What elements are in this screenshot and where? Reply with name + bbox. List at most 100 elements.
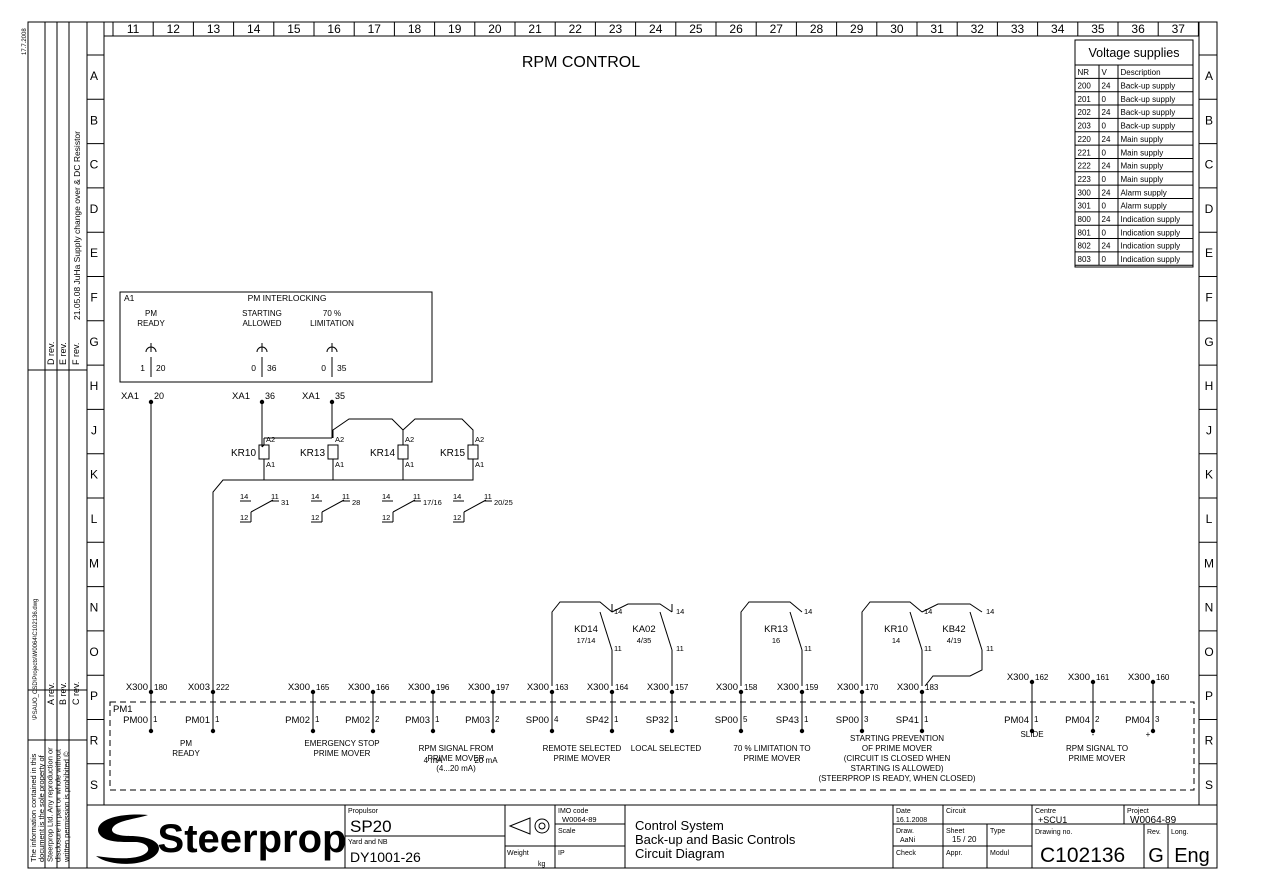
table-cell: 221 <box>1078 148 1092 157</box>
contact-pin: 11 <box>614 644 622 653</box>
pm1-pin-number: 2 <box>375 715 380 724</box>
table-cell: 803 <box>1078 255 1092 264</box>
table-cell: Indication supply <box>1121 255 1181 264</box>
pm1-pin-name: SP00 <box>836 715 859 726</box>
pm1-pin-dot <box>738 728 744 734</box>
contact-name: KR10 <box>884 624 908 635</box>
row-letter: H <box>90 379 99 393</box>
relay-name: KR13 <box>300 448 325 459</box>
pm1-pin-dot <box>799 728 805 734</box>
column-number: 12 <box>167 22 181 36</box>
relay-name: KR10 <box>231 448 256 459</box>
drawing-title: RPM CONTROL <box>522 54 640 71</box>
socket-pin: 0 <box>251 363 256 373</box>
column-number: 34 <box>1051 22 1065 36</box>
connector-pin: 36 <box>265 391 275 401</box>
row-letter: K <box>90 468 98 482</box>
pm1-label: SLIDE <box>1020 730 1043 739</box>
pm1-pin-dot <box>1029 728 1035 734</box>
column-number: 13 <box>207 22 221 36</box>
row-letter: M <box>89 556 99 570</box>
contact-pin: 12 <box>382 513 390 522</box>
terminal-block: X300 <box>1128 672 1150 683</box>
wiring <box>150 402 474 730</box>
row-letter: C <box>1205 158 1214 172</box>
relay-coil <box>467 444 479 460</box>
group-wire <box>551 601 613 686</box>
table-cell: 0 <box>1102 228 1107 237</box>
column-number: 24 <box>649 22 663 36</box>
table-cell: 200 <box>1078 82 1092 91</box>
contact-pin: 14 <box>924 607 932 616</box>
centre-value: +SCU1 <box>1038 815 1067 825</box>
relay-name: KR14 <box>370 448 395 459</box>
interlock-label: 70 % <box>323 309 341 318</box>
pm1-pin-number: 1 <box>153 715 158 724</box>
table-cell: 24 <box>1102 135 1111 144</box>
pm1-label: 70 % LIMITATION TO <box>733 744 810 753</box>
row-letter: A <box>90 69 98 83</box>
pm1-label: PM <box>180 739 192 748</box>
row-letter: G <box>1204 335 1213 349</box>
field-label: Type <box>990 828 1005 835</box>
pm1-pin-dot <box>859 728 865 734</box>
pm1-label: + <box>1146 730 1151 739</box>
pm1-label: (4...20 mA) <box>436 764 476 773</box>
contact-name: KB42 <box>942 624 965 635</box>
row-letter: S <box>1205 778 1213 792</box>
table-cell: V <box>1102 68 1108 77</box>
contact-pin: 12 <box>311 513 319 522</box>
pm1-pin-name: SP43 <box>776 715 799 726</box>
projection-symbol-icon <box>508 817 531 835</box>
terminal-pin: 165 <box>316 683 330 692</box>
terminal-block: X300 <box>1068 672 1090 683</box>
contact-pin: 11 <box>804 644 812 653</box>
contact-pin: 14 <box>382 492 390 501</box>
revision-note: 21.05.08 JuHa Supply change over & DC Re… <box>72 131 82 320</box>
column-number: 11 <box>127 22 140 36</box>
terminal-pin: 170 <box>865 683 879 692</box>
column-number: 27 <box>770 22 784 36</box>
contact-blade <box>250 499 274 513</box>
field-label: Draw. <box>896 828 914 835</box>
revision-label: C rev. <box>71 682 81 705</box>
table-cell: Indication supply <box>1121 228 1181 237</box>
row-letter: R <box>90 734 99 748</box>
pm1-pin-name: PM03 <box>405 715 430 726</box>
terminal-pin: 159 <box>805 683 819 692</box>
table-cell: Back-up supply <box>1121 95 1176 104</box>
pm1-pin-dot <box>430 728 436 734</box>
coil-terminal: A1 <box>475 460 484 469</box>
pm1-pin-dot <box>210 728 216 734</box>
pm1-pin-number: 3 <box>864 715 869 724</box>
relay-coil <box>258 444 270 460</box>
terminal-pin: 162 <box>1035 673 1049 682</box>
table-cell: 802 <box>1078 242 1092 251</box>
pm1-label: PRIME MOVER <box>1069 754 1126 763</box>
projection-circle-icon <box>534 818 550 834</box>
pm1-label: - <box>1092 730 1095 739</box>
field-label: Appr. <box>946 850 962 857</box>
pm1-pin-dot <box>609 728 615 734</box>
row-letter: B <box>1205 113 1213 127</box>
column-number: 33 <box>1011 22 1025 36</box>
field-label: kg <box>538 861 546 868</box>
contact-blade <box>969 611 983 651</box>
coil-terminal: A2 <box>335 435 344 444</box>
pm1-pin-name: PM03 <box>465 715 490 726</box>
pm1-pin-name: SP41 <box>896 715 919 726</box>
pm1-pin-dot <box>1150 728 1156 734</box>
field-label: Drawing no. <box>1035 829 1072 836</box>
row-letter: E <box>1205 246 1213 260</box>
pm1-pin-dot <box>919 728 925 734</box>
contact-pin: 14 <box>453 492 461 501</box>
copyright-notice: The information contained in this <box>29 753 38 862</box>
pm1-label: EMERGENCY STOP <box>304 739 379 748</box>
pm1-pin-number: 5 <box>743 715 748 724</box>
row-letter: O <box>1204 645 1213 659</box>
revision-label: E rev. <box>58 342 68 365</box>
